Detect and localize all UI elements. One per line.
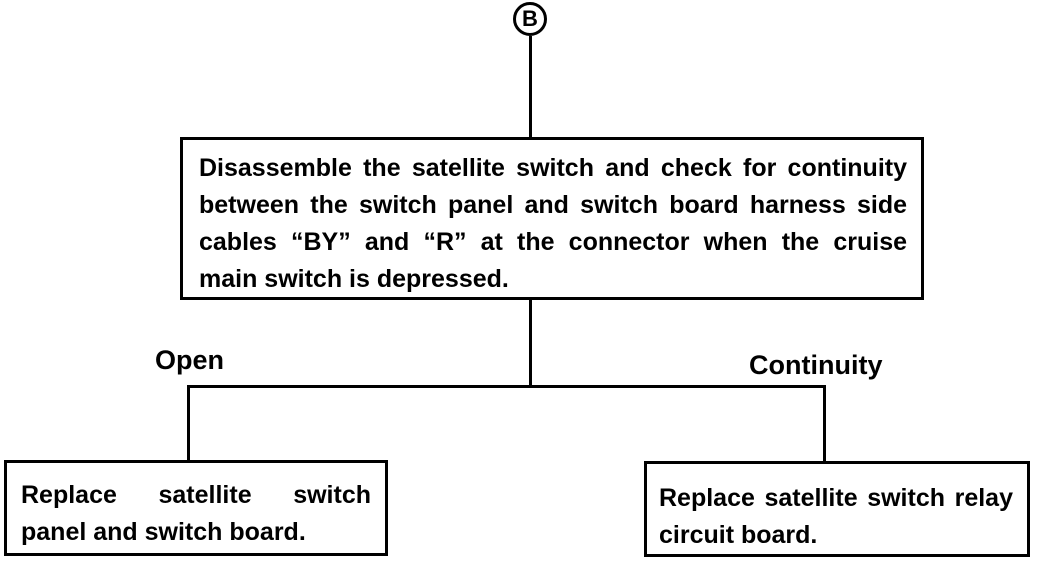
- branch-label-continuity: Continuity: [749, 350, 883, 380]
- action-text-right: Replace satellite switch relay circuit b…: [659, 484, 1013, 549]
- decision-text: Disassemble the satellite switch and che…: [199, 154, 907, 293]
- decision-box: Disassemble the satellite switch and che…: [180, 137, 924, 300]
- action-box-right: Replace satellite switch relay circuit b…: [644, 461, 1030, 557]
- branch-line-right: [823, 385, 826, 463]
- branch-line-horizontal: [187, 385, 826, 388]
- connector-line-top: [529, 36, 532, 139]
- branch-label-open: Open: [155, 345, 225, 375]
- decision-line-down: [529, 300, 532, 387]
- action-text-left: Replace satellite switch panel and switc…: [21, 481, 371, 546]
- connector-label: B: [522, 6, 538, 31]
- action-box-left: Replace satellite switch panel and switc…: [4, 460, 388, 556]
- branch-line-left: [187, 385, 190, 462]
- connector-b: B: [513, 2, 547, 36]
